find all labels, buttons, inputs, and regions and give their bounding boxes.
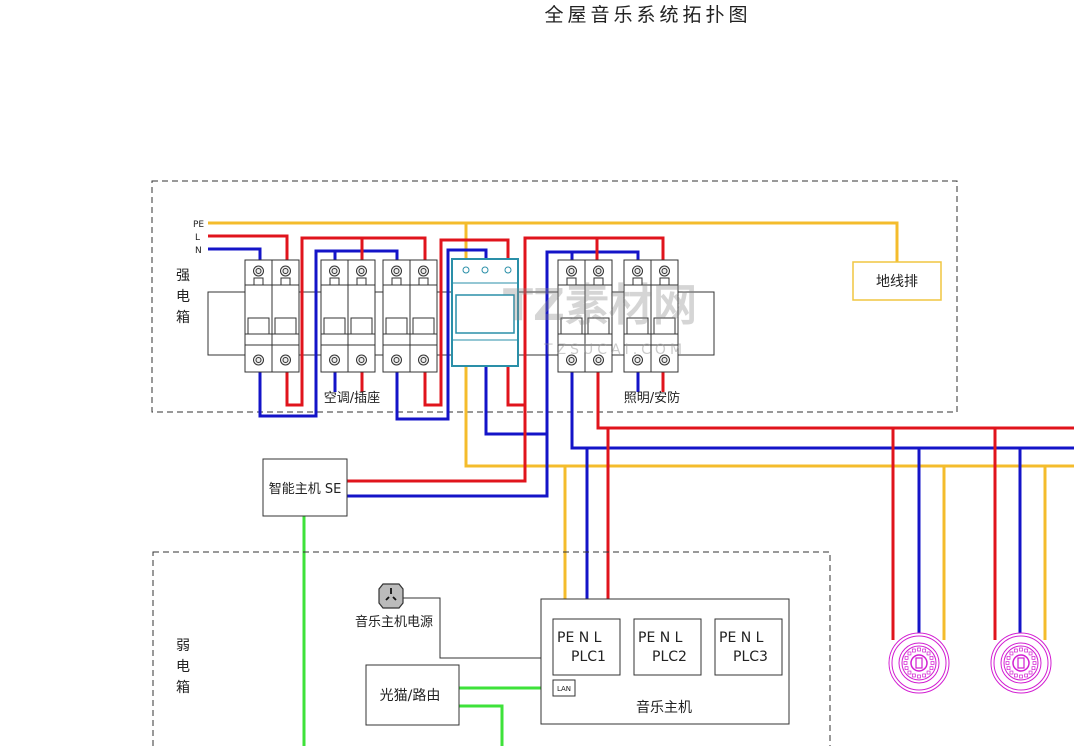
svg-text:箱: 箱 (176, 680, 190, 696)
ceiling-speaker-icon (990, 632, 1052, 694)
smart-host-box (262, 458, 348, 517)
circuit-breaker (244, 259, 300, 373)
watermark: TZ素材网 (503, 280, 697, 331)
ground-bar-label: 地线排 (876, 274, 918, 290)
plc-name: PLC3 (733, 649, 768, 665)
group-light-label: 照明/安防 (624, 390, 680, 406)
plc-terminals: PE N L (638, 630, 683, 646)
plc-name: PLC2 (652, 649, 687, 665)
router-label: 光猫/路由 (380, 688, 441, 704)
diagram-title: 全屋音乐系统拓扑图 (544, 4, 751, 26)
plc-name: PLC1 (571, 649, 606, 665)
circuit-breaker (320, 259, 376, 373)
strong-box-label: 强 电 箱 (176, 268, 190, 326)
surge-protector (451, 258, 519, 367)
group-ac-label: 空调/插座 (324, 391, 380, 406)
strong-box-border (151, 180, 958, 413)
svg-text:箱: 箱 (176, 310, 190, 326)
circuit-breaker (623, 259, 679, 373)
power-cable (402, 597, 541, 659)
plc-terminals: PE N L (719, 630, 764, 646)
svg-text:电: 电 (176, 289, 190, 305)
ceiling-speaker-icon (888, 632, 950, 694)
weak-box-label: 弱 电 箱 (176, 638, 190, 696)
svg-text:强: 强 (176, 268, 190, 284)
music-host-power-label: 音乐主机电源 (355, 614, 433, 630)
pe-label: PE (193, 220, 204, 230)
music-host-label: 音乐主机 (636, 699, 692, 716)
smart-host-label: 智能主机 SE (269, 482, 342, 497)
watermark-sub: TZSUCAI.COM (543, 342, 686, 358)
wiring (208, 221, 1074, 746)
lan-label: LAN (557, 685, 571, 693)
plc-module: PE N L PLC2 (633, 618, 702, 676)
ground-bar (852, 261, 942, 301)
plc-module: PE N L PLC3 (714, 618, 783, 676)
router-box (365, 664, 460, 726)
svg-text:电: 电 (176, 659, 190, 675)
circuit-breaker (557, 259, 613, 373)
lan-port (552, 679, 576, 697)
weak-box-border (152, 551, 831, 746)
power-socket-icon (378, 583, 404, 609)
plc-module: PE N L PLC1 (552, 618, 621, 676)
plc-terminals: PE N L (557, 630, 602, 646)
circuit-breaker (382, 259, 438, 373)
n-label: N (195, 246, 202, 256)
svg-text:弱: 弱 (176, 638, 190, 654)
l-label: L (195, 233, 200, 243)
